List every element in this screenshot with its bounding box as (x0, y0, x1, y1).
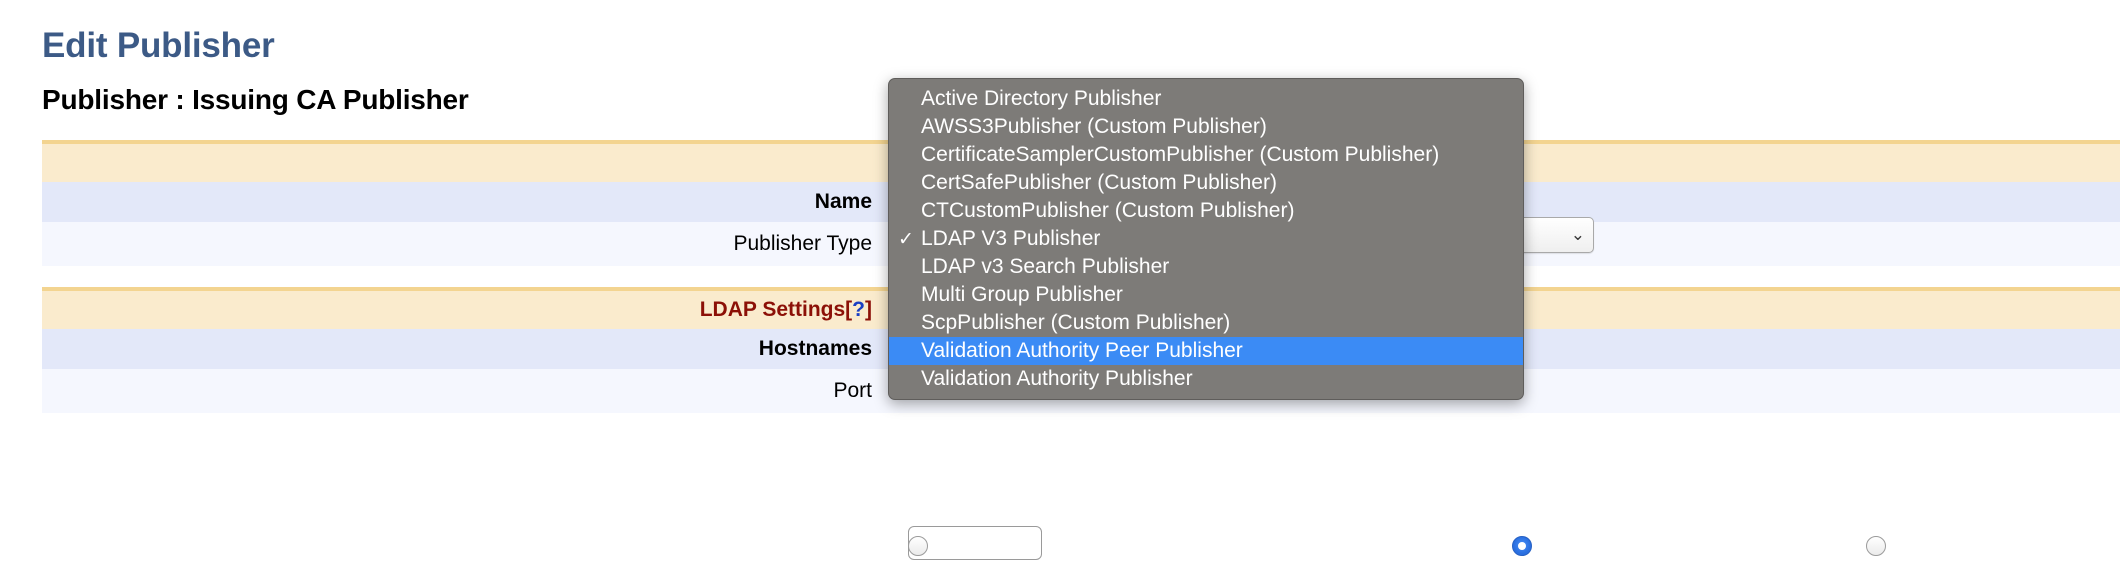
port-radio-group (0, 536, 2120, 564)
field-label: Name (814, 190, 872, 213)
menu-item-label: Multi Group Publisher (921, 283, 1123, 306)
menu-item-ldap-v3-search-publisher[interactable]: LDAP v3 Search Publisher (889, 253, 1523, 281)
help-link-icon[interactable]: [?] (845, 298, 872, 321)
port-input[interactable] (908, 526, 1042, 560)
port-radio-2[interactable] (1866, 536, 1894, 556)
radio-icon[interactable] (1866, 536, 1886, 556)
menu-item-active-directory-publisher[interactable]: Active Directory Publisher (889, 85, 1523, 113)
menu-item-label: LDAP V3 Publisher (921, 227, 1101, 250)
radio-icon[interactable] (908, 536, 928, 556)
menu-item-certsafepublisher-custom-publisher-[interactable]: CertSafePublisher (Custom Publisher) (889, 169, 1523, 197)
menu-item-label: AWSS3Publisher (Custom Publisher) (921, 115, 1267, 138)
section-header-label: LDAP Settings[?] (42, 298, 880, 322)
radio-icon[interactable] (1512, 536, 1532, 556)
menu-item-validation-authority-peer-publisher[interactable]: Validation Authority Peer Publisher (889, 337, 1523, 365)
menu-item-label: Active Directory Publisher (921, 87, 1162, 110)
menu-item-label: CertificateSamplerCustomPublisher (Custo… (921, 143, 1440, 166)
menu-item-ctcustompublisher-custom-publisher-[interactable]: CTCustomPublisher (Custom Publisher) (889, 197, 1523, 225)
field-label: Port (833, 379, 872, 402)
section-title-text: LDAP Settings (699, 298, 846, 321)
menu-item-validation-authority-publisher[interactable]: Validation Authority Publisher (889, 365, 1523, 393)
page-title: Edit Publisher (42, 26, 275, 65)
chevron-down-icon: ⌄ (1570, 225, 1585, 244)
menu-item-certificatesamplercustompublisher-custom-publisher-[interactable]: CertificateSamplerCustomPublisher (Custo… (889, 141, 1523, 169)
port-radio-1[interactable] (1512, 536, 1540, 556)
publisher-subtitle: Publisher : Issuing CA Publisher (42, 84, 469, 115)
field-label: Publisher Type (733, 232, 872, 255)
menu-item-label: CTCustomPublisher (Custom Publisher) (921, 199, 1295, 222)
menu-item-label: Validation Authority Peer Publisher (921, 339, 1243, 362)
check-icon: ✓ (898, 228, 914, 250)
menu-item-scppublisher-custom-publisher-[interactable]: ScpPublisher (Custom Publisher) (889, 309, 1523, 337)
menu-item-label: ScpPublisher (Custom Publisher) (921, 311, 1231, 334)
menu-item-ldap-v3-publisher[interactable]: ✓ LDAP V3 Publisher (889, 225, 1523, 253)
port-radio-0[interactable] (908, 536, 936, 556)
menu-item-multi-group-publisher[interactable]: Multi Group Publisher (889, 281, 1523, 309)
field-label: Hostnames (758, 337, 872, 360)
menu-item-awss3publisher-custom-publisher-[interactable]: AWSS3Publisher (Custom Publisher) (889, 113, 1523, 141)
menu-item-label: LDAP v3 Search Publisher (921, 255, 1170, 278)
menu-item-label: CertSafePublisher (Custom Publisher) (921, 171, 1277, 194)
menu-item-label: Validation Authority Publisher (921, 367, 1193, 390)
